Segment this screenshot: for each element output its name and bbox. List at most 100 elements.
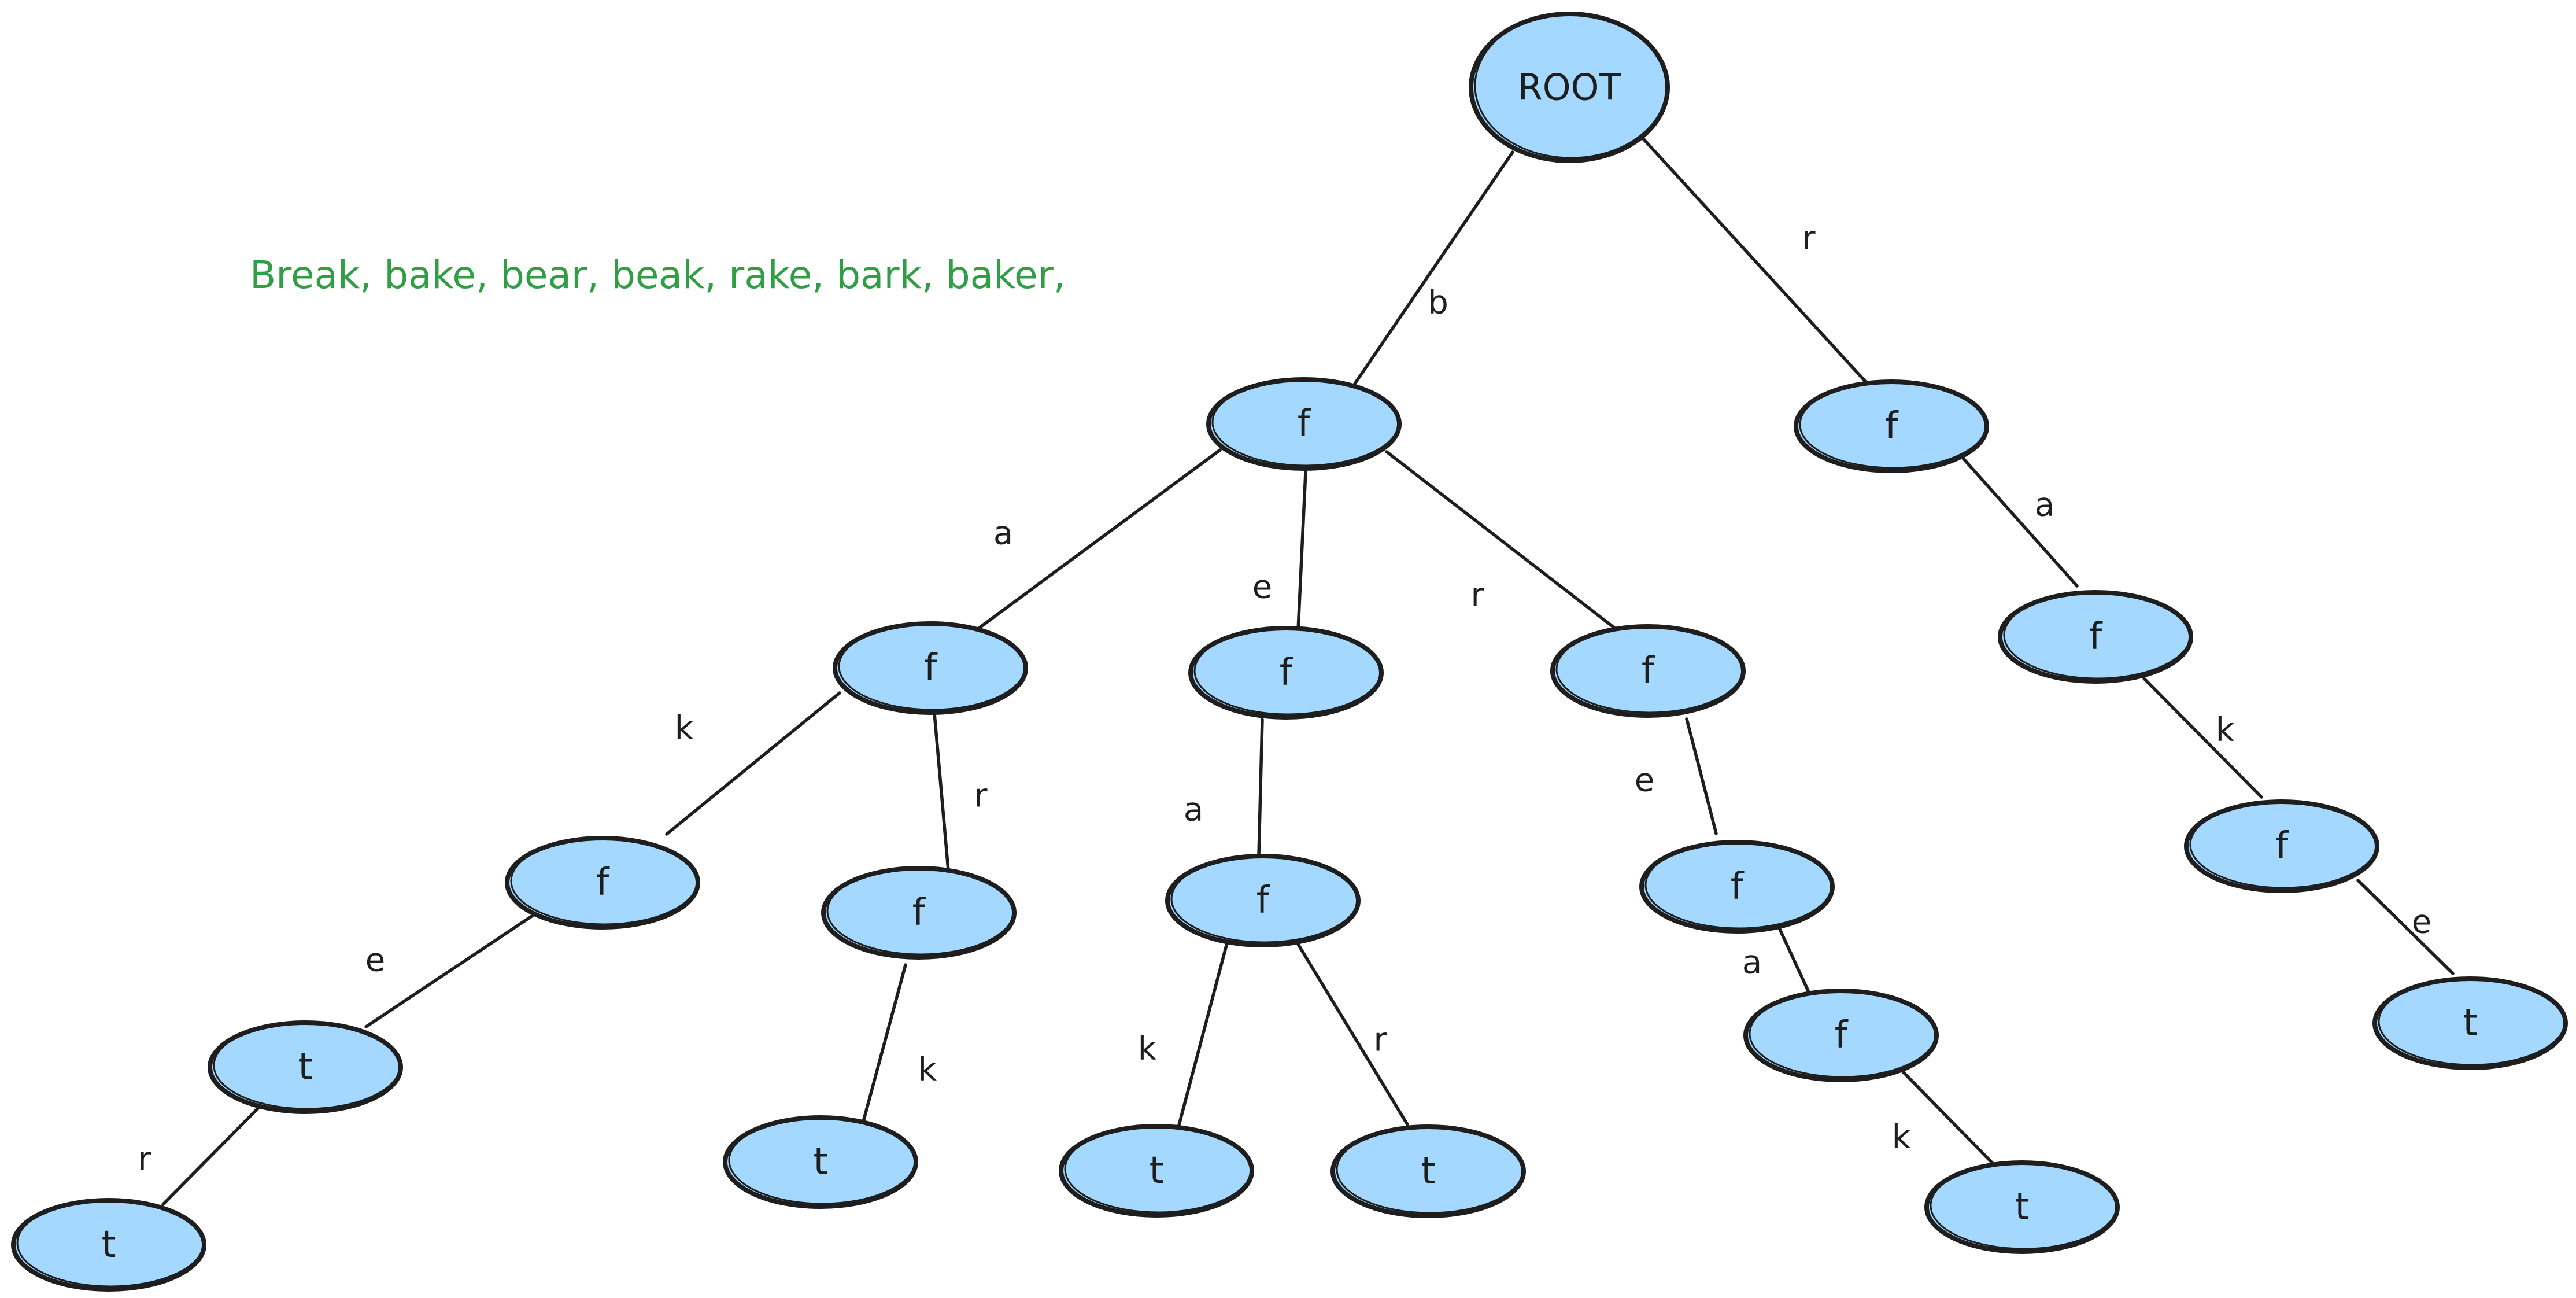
node-outline-r <box>1799 380 1987 469</box>
edge-br-bre <box>1685 717 1718 835</box>
edge-label-be-bea: a <box>1184 791 1203 829</box>
node-bea: f <box>1165 854 1361 947</box>
edge-bake-baker <box>161 1092 275 1206</box>
edge-ba-bak <box>665 691 841 836</box>
node-bark: t <box>723 1115 918 1209</box>
edge-label-root-r: r <box>1802 220 1816 257</box>
node-outline-rak <box>2189 800 2378 889</box>
node-bak: f <box>505 836 700 930</box>
node-br: f <box>1550 624 1746 718</box>
word-list: Break, bake, bear, beak, rake, bark, bak… <box>250 253 1066 297</box>
node-outline-bark <box>728 1116 916 1205</box>
node-break: t <box>1924 1160 2120 1254</box>
node-label-be: f <box>1280 651 1293 694</box>
node-label-baker: t <box>101 1223 116 1266</box>
edge-be-bea <box>1257 718 1264 857</box>
edge-bar-bark <box>862 963 907 1123</box>
node-ba: f <box>833 621 1028 715</box>
node-label-bar: f <box>912 891 926 934</box>
node-label-bre: f <box>1731 865 1745 908</box>
edge-label-bre-brea: a <box>1742 944 1762 982</box>
node-outline-bear <box>1336 1125 1524 1214</box>
node-beak: t <box>1059 1124 1254 1218</box>
node-outline-beak <box>1064 1124 1252 1214</box>
node-label-b: f <box>1298 403 1311 445</box>
edge-label-ra-rak: k <box>2216 711 2235 749</box>
edge-b-ba <box>975 448 1222 631</box>
edge-label-bake-baker: r <box>138 1141 151 1178</box>
node-bar: f <box>821 866 1017 960</box>
node-label-break: t <box>2015 1186 2029 1229</box>
edge-bea-beak <box>1173 926 1233 1144</box>
node-label-bear: t <box>1421 1150 1435 1193</box>
node-label-bak: f <box>596 861 610 904</box>
edge-root-b <box>1346 150 1514 396</box>
node-outline-ra <box>2003 591 2191 680</box>
node-outline-br <box>1555 625 1744 714</box>
node-outline-bak <box>510 836 698 925</box>
edge-rak-rake <box>2356 879 2455 975</box>
edge-label-ba-bak: k <box>675 710 694 747</box>
node-label-r: f <box>1885 405 1899 448</box>
node-label-bake: t <box>298 1046 312 1089</box>
edge-label-r-ra: a <box>2035 486 2054 524</box>
edge-label-rak-rake: e <box>2412 904 2431 941</box>
edge-label-bea-bear: r <box>1373 1022 1387 1059</box>
edge-label-b-be: e <box>1252 569 1272 606</box>
edge-bea-bear <box>1292 936 1409 1126</box>
edge-root-r <box>1642 137 1871 388</box>
node-bear: t <box>1330 1124 1526 1218</box>
nodes-layer: ROOT f f f f f f f f f f f t t t t f t t t <box>11 12 2568 1292</box>
node-outline-ba <box>838 622 1026 711</box>
node-bre: f <box>1639 840 1835 934</box>
edges-layer <box>161 137 2455 1206</box>
edge-label-bar-bark: k <box>918 1051 937 1089</box>
node-ra: f <box>1998 590 2193 684</box>
node-label-bark: t <box>813 1141 827 1183</box>
node-label-rak: f <box>2275 825 2289 868</box>
edge-label-root-b: b <box>1428 284 1448 322</box>
node-b: f <box>1206 377 1402 471</box>
node-be: f <box>1188 626 1384 720</box>
node-r: f <box>1794 379 1989 473</box>
node-rake: t <box>2372 976 2568 1070</box>
node-rak: f <box>2184 799 2379 893</box>
edge-label-b-ba: a <box>993 515 1013 552</box>
node-label-beak: t <box>1149 1149 1163 1192</box>
node-baker: t <box>11 1198 206 1292</box>
node-label-root: ROOT <box>1518 67 1622 109</box>
node-outline-bake <box>213 1021 401 1110</box>
edge-b-be <box>1296 470 1307 632</box>
edge-bak-bake <box>364 914 534 1028</box>
edge-label-bea-beak: k <box>1138 1030 1157 1068</box>
node-outline-bea <box>1170 854 1359 943</box>
node-brea: f <box>1743 989 1939 1082</box>
node-root: ROOT <box>1469 12 1670 163</box>
edge-label-ba-bar: r <box>974 777 988 815</box>
node-outline-bar <box>826 866 1015 956</box>
edge-r-ra <box>1960 455 2079 588</box>
node-label-ba: f <box>924 647 938 689</box>
node-outline-be <box>1193 626 1382 716</box>
node-outline-root <box>1474 12 1668 159</box>
edge-label-brea-break: k <box>1892 1119 1911 1156</box>
node-outline-rake <box>2378 977 2566 1066</box>
node-label-ra: f <box>2089 615 2103 658</box>
edge-b-br <box>1385 450 1620 632</box>
node-outline-b <box>1211 378 1400 467</box>
edge-brea-break <box>1901 1070 1995 1166</box>
node-outline-baker <box>16 1199 205 1288</box>
node-label-bea: f <box>1256 879 1270 922</box>
node-label-brea: f <box>1835 1014 1849 1057</box>
edge-ra-rak <box>2142 677 2263 799</box>
node-outline-brea <box>1749 989 1937 1078</box>
edge-label-br-bre: e <box>1635 762 1654 799</box>
node-outline-bre <box>1644 840 1833 930</box>
node-bake: t <box>208 1020 403 1114</box>
edge-label-b-br: r <box>1470 577 1484 614</box>
node-label-br: f <box>1642 650 1655 692</box>
node-outline-break <box>1930 1161 2118 1250</box>
node-label-rake: t <box>2463 1002 2477 1045</box>
